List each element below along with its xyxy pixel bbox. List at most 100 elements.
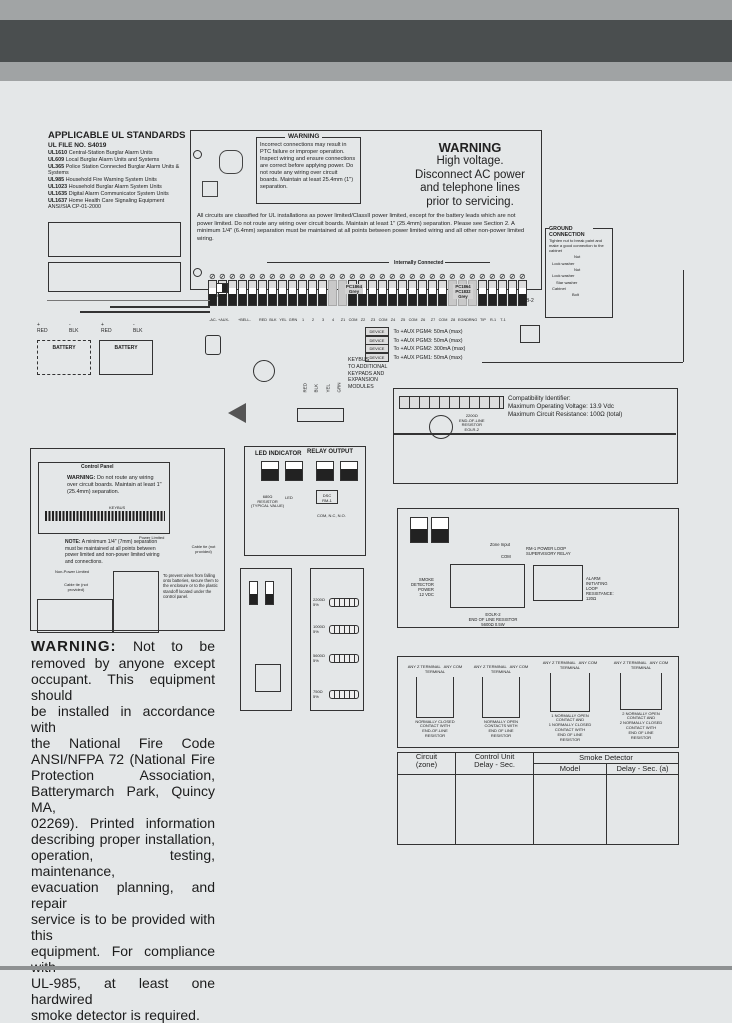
cable-tie-label: Cable tie (not provided) — [191, 544, 216, 554]
ptc-warning-title: WARNING — [285, 133, 323, 140]
contact-type-2: ANY Z TERMINAL ANY COM TERMINAL NORMALLY… — [473, 664, 529, 738]
fire-warning-line: removed by anyone except — [31, 655, 215, 671]
smoke-detector-icon — [429, 415, 453, 439]
high-voltage-title: WARNING — [438, 140, 502, 155]
ul-standards: APPLICABLE UL STANDARDS UL FILE NO. S401… — [48, 130, 196, 211]
led-indicator-title: LED INDICATOR — [255, 451, 302, 457]
battery-wire — [110, 306, 210, 308]
terminal-pair-icon — [340, 461, 358, 481]
fire-warning-line: ANSI/NFPA 72 (National Fire — [31, 751, 215, 767]
table-cell — [606, 774, 679, 845]
fire-warning-line: 02269). Printed information — [31, 815, 215, 831]
keypad-icon — [297, 408, 344, 422]
fire-warning-line: service is to be provided with this — [31, 911, 215, 943]
fire-warning-line: Protection Association, — [31, 767, 215, 783]
siren-icon — [228, 403, 246, 423]
dip-switch-label: EARTH INFO — [214, 294, 237, 298]
relay-block — [533, 565, 583, 601]
fire-warning-line: operation, testing, maintenance, — [31, 847, 215, 879]
smoke-base-icon — [255, 664, 281, 692]
ul-item: UL985 Household Fire Warning System Unit… — [48, 177, 157, 184]
non-power-limited-label: Non-Power Limited — [55, 569, 90, 574]
pgm-row: DEVICE To +AUX PGM4: 50mA (max) — [365, 320, 465, 336]
contact-type-1: ANY Z TERMINAL ANY COM TERMINAL NORMALLY… — [407, 664, 463, 738]
led-label: LED — [285, 495, 293, 500]
battery-outline — [37, 599, 113, 633]
ul-standards-list: UL1610 Central-Station Burglar Alarm Uni… — [48, 150, 196, 211]
ul-item: UL365 Police Station Connected Burglar A… — [48, 163, 180, 177]
control-panel-outline — [38, 462, 170, 534]
mount-hole-icon — [193, 150, 202, 159]
pc1864-grey-label: PC1864 Grey — [345, 284, 363, 294]
resistor-icon — [329, 625, 359, 634]
table-cell — [533, 774, 607, 845]
phone-line-icon — [520, 325, 540, 343]
ul-item: UL1023 Household Burglar Alarm System Un… — [48, 183, 162, 190]
secure-wires-note: To prevent wires from falling onto batte… — [163, 573, 219, 599]
ground-connection-box: GROUND CONNECTION Tighten nut to break p… — [545, 226, 613, 318]
battery-2: BATTERY — [99, 340, 153, 375]
pgm-outputs: DEVICE To +AUX PGM4: 50mA (max) DEVICE T… — [365, 320, 465, 362]
header-circuit: Circuit(zone) — [397, 752, 456, 775]
phone-jack-icon — [253, 360, 275, 382]
cabinet-warning: WARNING: Do not route any wiring over ci… — [67, 475, 162, 495]
resistor-icon — [329, 598, 359, 607]
pc1864-pc1832-label: PC1864 PC1832 Grey — [453, 284, 473, 299]
ul-item: UL1635 Digital Alarm Communicator System… — [48, 190, 169, 197]
contact-types-panel: ANY Z TERMINAL ANY COM TERMINAL NORMALLY… — [397, 656, 679, 748]
circuits-classification-note: All circuits are classified for UL insta… — [197, 213, 525, 242]
resistor-icon — [329, 654, 359, 663]
table-cell — [397, 774, 456, 845]
terminal-pair-icon — [285, 461, 303, 481]
cable-tie-label: Cable tie (not provided) — [64, 582, 88, 592]
compat-terminal-strip — [399, 396, 504, 409]
battery-compartment — [113, 571, 159, 633]
high-voltage-line: High voltage. — [436, 155, 504, 167]
fire-warning-line: be installed in accordance with — [31, 703, 215, 735]
battery-wire — [47, 300, 210, 301]
header-smoke-detector: Smoke Detector — [533, 752, 679, 764]
terminal-icon — [249, 581, 258, 605]
fire-warning-line: the National Fire Code — [31, 735, 215, 751]
terminal-pair-icon — [410, 517, 428, 543]
high-voltage-line: prior to servicing. — [426, 195, 514, 208]
internal-bus-line — [267, 262, 389, 263]
two-wire-smoke-box — [240, 568, 292, 711]
high-voltage-line: and telephone lines — [420, 182, 520, 194]
ground-parts: Nut Lock washer Nut Lock washer Star was… — [552, 254, 581, 298]
compat-divider — [394, 433, 676, 435]
terminal-icon — [265, 581, 274, 605]
fire-warning-line: smoke detector is required. — [31, 1007, 200, 1023]
ptc-warning-box: WARNING Incorrect connections may result… — [256, 133, 361, 204]
cabinet-note: NOTE: A minimum 1/4" (7mm) separation mu… — [65, 539, 160, 565]
terminal-pair-icon — [431, 517, 449, 543]
transformer-plug-icon — [205, 335, 221, 355]
zone-input-label: Zone Input — [490, 542, 511, 547]
ul-item: UL1610 Central-Station Burglar Alarm Uni… — [48, 150, 153, 156]
top-band — [0, 0, 732, 20]
compat-specs: Compatibility Identifier: Maximum Operat… — [508, 395, 623, 418]
keybus-wire-colors: RED BLK YEL GRN — [302, 382, 342, 393]
tb2-label: TB-2 — [523, 298, 534, 304]
relay-output-title: RELAY OUTPUT — [307, 449, 354, 455]
high-voltage-warning: WARNING High voltage. Disconnect AC powe… — [405, 140, 535, 209]
fire-warning-line: WARNING: Not to be — [31, 638, 215, 655]
ul-file-no: UL FILE NO. S4019 — [48, 142, 107, 149]
blank-label-box-1 — [48, 222, 181, 257]
fire-warning-line: occupant. This equipment should — [31, 671, 215, 703]
table-cell — [455, 774, 534, 845]
smoke-base-block — [450, 564, 525, 608]
ground-title: GROUND CONNECTION — [549, 226, 593, 238]
internally-connected-label: Internally Connected — [392, 260, 446, 266]
